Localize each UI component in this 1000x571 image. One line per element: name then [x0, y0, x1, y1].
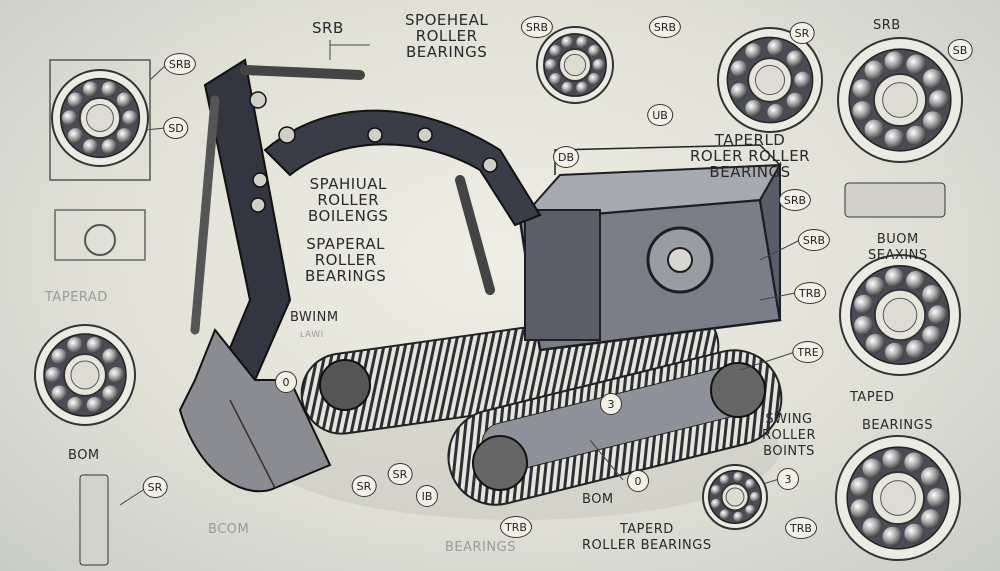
label-taperad: TAPERAD [45, 290, 108, 305]
label-line: SPOEHEAL [405, 11, 489, 29]
label-line: BOILENGS [308, 207, 389, 225]
cab-body [517, 144, 782, 352]
label-line: TAPERD [619, 522, 674, 537]
label-line: ROLLER [317, 191, 380, 209]
label-bearings-right: BEARINGS [862, 418, 933, 433]
callout-bubble: SR [387, 463, 413, 485]
label-bwinm: BWINM [290, 310, 339, 325]
callout-bubble: SRB [797, 229, 831, 251]
label-line: BUOM [876, 232, 919, 247]
callout-bubble: IB [416, 485, 438, 507]
callout-bubble: SRB [520, 16, 554, 38]
bucket [178, 328, 332, 493]
ball-bearing [717, 27, 823, 133]
label-line: TAPERLD [714, 131, 786, 149]
callout-bubble: SRB [648, 16, 682, 38]
label-line: ROLLER [762, 428, 816, 443]
callout-bubble: SR [789, 22, 815, 44]
label-line: SPAPERAL [306, 235, 386, 253]
label-line: BOINTS [763, 444, 815, 459]
leader-lines [119, 40, 801, 506]
ball-bearing [536, 26, 614, 104]
callout-bubble: SRB [163, 53, 197, 75]
ball-bearing [837, 37, 963, 163]
label-bcom: BCOM [208, 522, 250, 537]
ball-bearing [702, 464, 768, 530]
callout-bubble: 0 [275, 371, 297, 393]
label-srb-top: SRB [312, 19, 344, 37]
label-bwinm-sub: ʟAWI [300, 330, 324, 340]
label-line: BEARINGS [305, 267, 387, 285]
cylindrical-roller [844, 182, 946, 218]
label-line: BEARINGS [709, 163, 791, 181]
callout-bubble: 3 [777, 468, 799, 490]
label-line: SEAXINS [868, 248, 928, 263]
label-line: ROLLER BEARINGS [582, 538, 712, 553]
label-line: ROLER ROLLER [690, 147, 811, 165]
callout-bubble: TRB [500, 516, 532, 538]
ball-bearing [835, 435, 961, 561]
callout-bubble: 0 [627, 470, 649, 492]
label-line: BEARINGS [405, 43, 488, 61]
callout-bubble: SB [947, 39, 973, 61]
label-line: SWING [765, 412, 813, 427]
ball-bearing [34, 324, 136, 426]
callout-bubble: 3 [600, 393, 622, 415]
callout-bubble: SD [163, 117, 189, 139]
callout-bubble: SR [142, 476, 168, 498]
cylindrical-roller [79, 474, 109, 566]
callout-bubble: SR [351, 475, 377, 497]
label-line: ROLLER [415, 27, 478, 45]
callout-bubble: UB [647, 104, 673, 126]
label-line: ROLLER [314, 251, 377, 269]
label-srb-right: SRB [873, 18, 901, 33]
callout-bubble: TRB [794, 282, 826, 304]
bearing-housing-sketch [49, 59, 151, 261]
callout-bubble: TRB [785, 517, 817, 539]
label-bom-mid: BOM [582, 492, 614, 507]
label-bom-left: BOM [68, 448, 100, 463]
ball-bearing [839, 254, 961, 376]
ball-bearing [51, 69, 149, 167]
boom-arm [190, 58, 542, 382]
label-taped: TAPED [850, 390, 895, 405]
label-bearings-bottom: BEARINGS [445, 540, 516, 555]
bearing-drawings [34, 26, 963, 566]
callout-bubble: DB [552, 146, 580, 168]
callout-bubble: SRB [778, 189, 812, 211]
callout-bubble: TRE [792, 341, 824, 363]
label-line: SPAHIUAL [309, 175, 387, 193]
